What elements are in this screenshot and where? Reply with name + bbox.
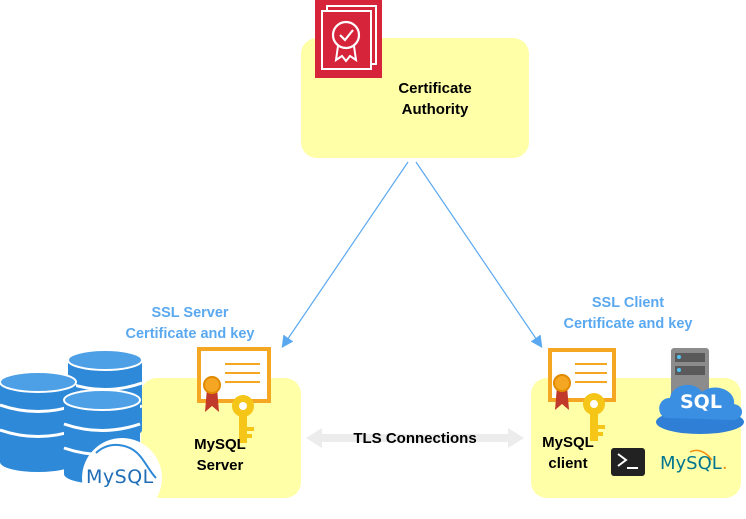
server-certificate-icon: [197, 347, 271, 412]
tls-double-arrow: [306, 428, 524, 448]
ssl-server-line2: Certificate and key: [125, 326, 255, 342]
certificate-authority-icon: [315, 0, 382, 78]
mysql-dolphin-icon: [689, 449, 713, 461]
mysql-logo-right: MySQL.: [660, 453, 728, 474]
ssl-client-line1: SSL Client: [591, 295, 665, 311]
client-certificate-icon: [548, 348, 616, 410]
ssl-client-line2: Certificate and key: [563, 316, 693, 332]
ssl-server-line1: SSL Server: [151, 305, 229, 321]
database-stack-icon: [0, 349, 162, 518]
terminal-icon: [611, 448, 645, 476]
mysql-client-label: MySQL client: [528, 432, 608, 474]
mysql-logo-right-text: MySQL: [660, 453, 722, 474]
mysql-logo-right-suffix: .: [721, 453, 728, 474]
ssl-client-label: SSL Client Certificate and key: [548, 293, 708, 335]
sql-server-cloud-icon: [656, 348, 744, 434]
client-key-icon: [583, 393, 605, 441]
server-line1: MySQL: [194, 436, 246, 453]
server-key-icon: [232, 395, 254, 443]
ca-to-server-arrow: [281, 161, 409, 348]
tls-connections-label: TLS Connections: [353, 430, 477, 447]
ssl-server-label: SSL Server Certificate and key: [110, 303, 270, 345]
client-line1: MySQL: [542, 434, 594, 451]
ca-to-client-arrow: [415, 161, 543, 348]
ca-line1: Certificate: [398, 80, 472, 97]
ca-line2: Authority: [401, 101, 469, 118]
server-line2: Server: [196, 457, 244, 474]
client-line2: client: [548, 455, 588, 472]
mysql-logo-left: MySQL: [86, 466, 154, 488]
mysql-server-label: MySQL Server: [170, 434, 270, 476]
sql-cloud-text: SQL: [680, 391, 722, 413]
certificate-authority-label: Certificate Authority: [370, 78, 500, 120]
